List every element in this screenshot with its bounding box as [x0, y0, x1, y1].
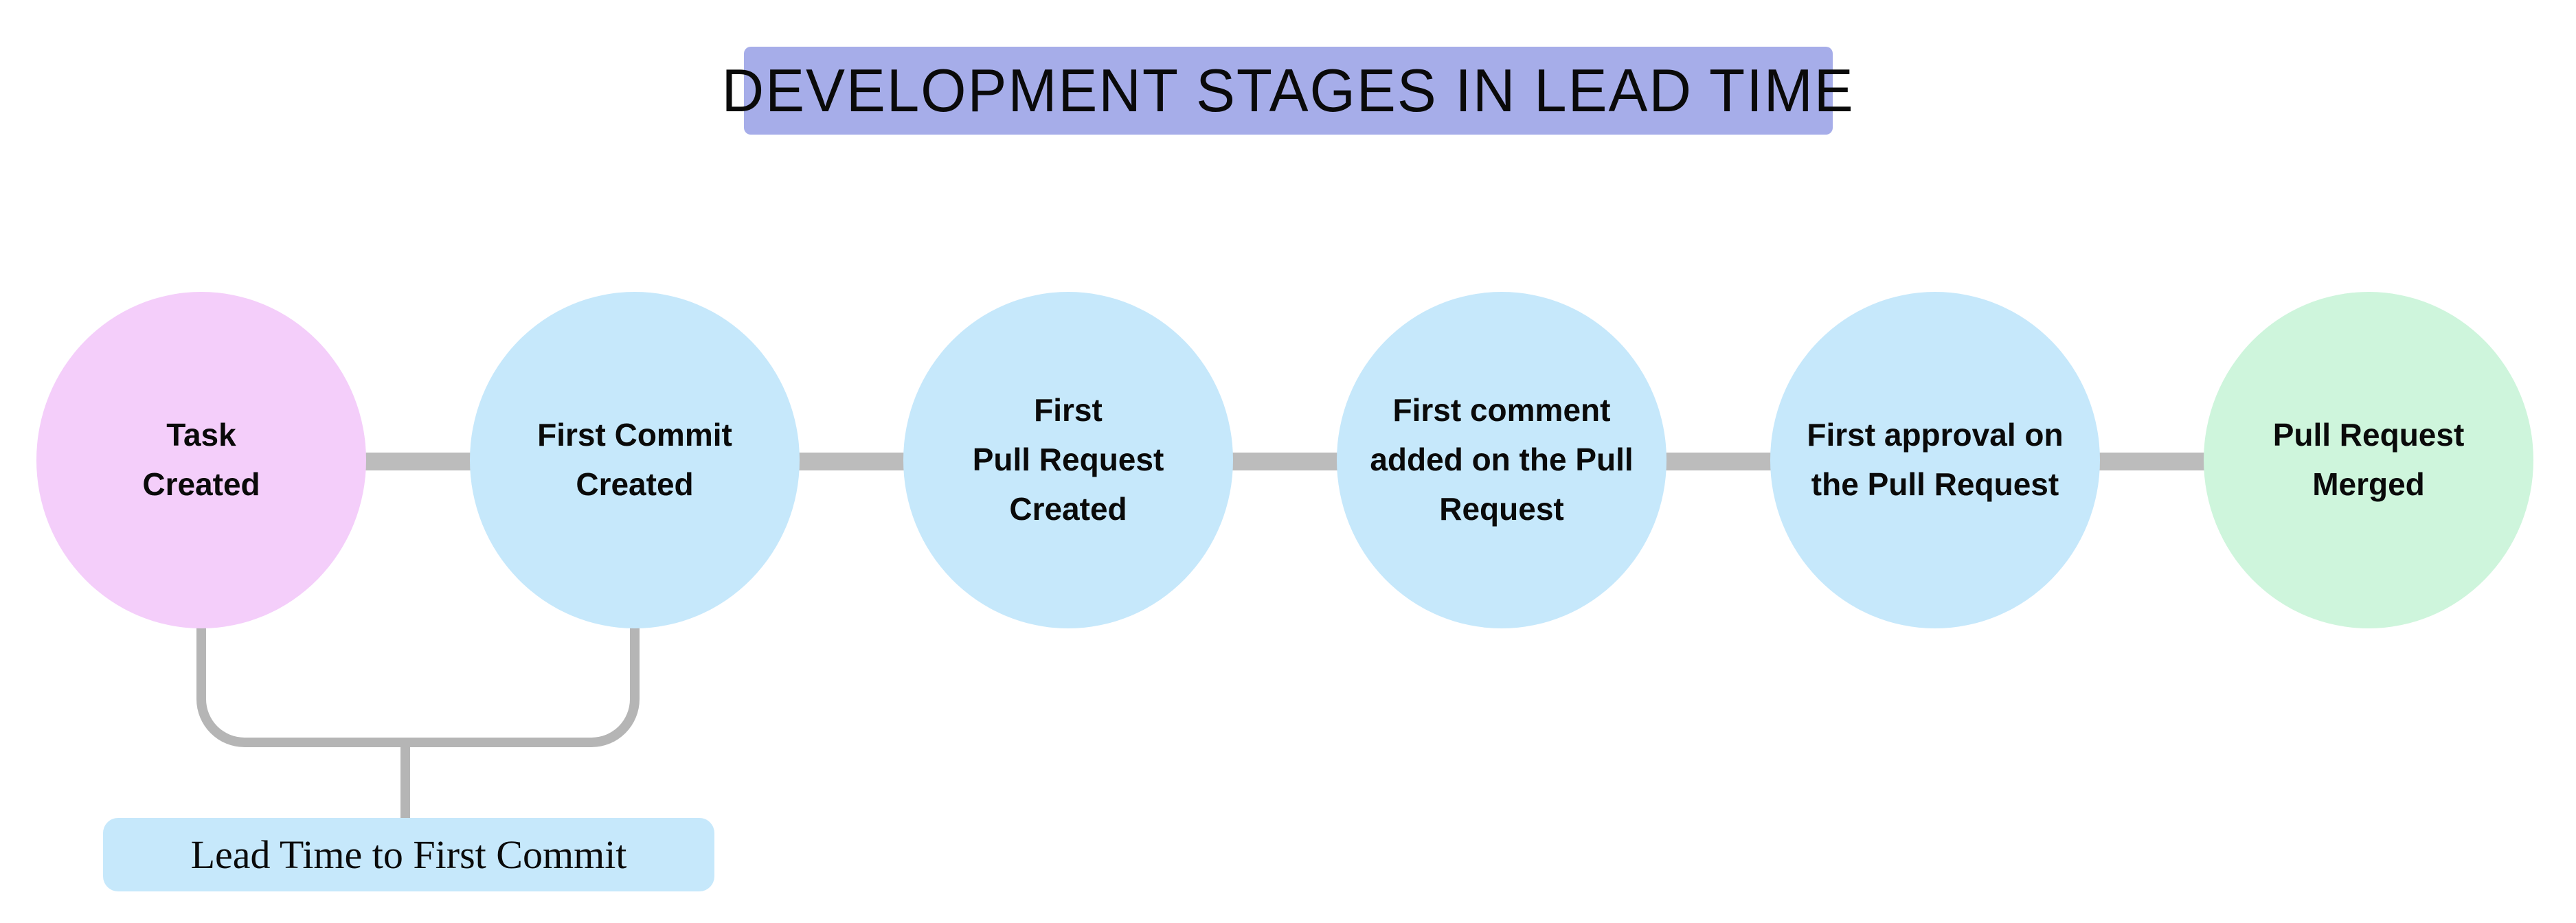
stage-label: Pull Request Merged: [2272, 417, 2465, 502]
stage-label: First Commit Created: [537, 417, 732, 502]
stage-circle-pull-request-merged: Pull Request Merged: [2204, 292, 2533, 628]
stage-circle-first-approval: First approval on the Pull Request: [1770, 292, 2100, 628]
stage-label: Task Created: [142, 417, 260, 502]
lead-time-bracket-stem: [400, 746, 410, 819]
lead-time-label: Lead Time to First Commit: [103, 818, 714, 891]
lead-time-label-text: Lead Time to First Commit: [190, 832, 627, 877]
stage-circle-task-created: Task Created: [36, 292, 366, 628]
stage-label: First comment added on the Pull Request: [1370, 392, 1634, 527]
title-banner: DEVELOPMENT STAGES IN LEAD TIME: [722, 47, 1853, 135]
stage-label: First Pull Request Created: [972, 392, 1164, 527]
lead-time-bracket: [196, 622, 640, 747]
page-title: DEVELOPMENT STAGES IN LEAD TIME: [721, 56, 1855, 124]
stage-circle-first-pull-request-created: First Pull Request Created: [903, 292, 1233, 628]
stage-label: First approval on the Pull Request: [1807, 417, 2064, 502]
stage-circle-first-comment-added: First comment added on the Pull Request: [1337, 292, 1667, 628]
stage-circle-first-commit-created: First Commit Created: [470, 292, 800, 628]
